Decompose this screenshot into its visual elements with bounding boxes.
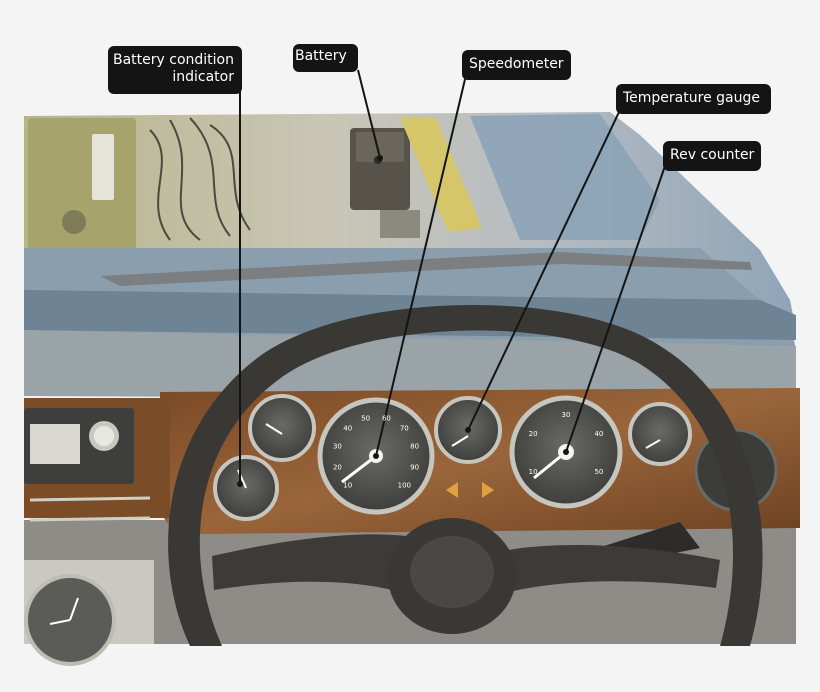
speedometer-tick-label: 80 — [410, 443, 419, 451]
yellow-cable — [400, 118, 482, 232]
speedometer-tick-label: 60 — [382, 414, 391, 422]
speedometer-tick-label: 100 — [398, 481, 411, 489]
speedometer-tick-label: 40 — [343, 425, 352, 433]
speedometer-tick-label: 30 — [333, 443, 342, 451]
rev-counter-tick-label: 10 — [529, 468, 538, 476]
label-battery-condition-indicator: Battery condition indicator — [108, 46, 242, 94]
speedometer-tick-label: 70 — [400, 425, 409, 433]
speedometer-tick-label: 10 — [343, 481, 352, 489]
label-rev-counter: Rev counter — [663, 141, 761, 171]
indicator-right-icon — [482, 482, 494, 498]
speedometer-tick-label: 50 — [361, 414, 370, 422]
battery-condition-gauge — [213, 455, 279, 521]
label-temperature-gauge: Temperature gauge — [616, 84, 771, 114]
rev-counter-tick-label: 40 — [594, 430, 603, 438]
wiper-arm — [100, 252, 752, 286]
rev-counter-tick-label: 50 — [594, 468, 603, 476]
label-speedometer: Speedometer — [462, 50, 571, 80]
rev-counter-tick-label: 20 — [529, 430, 538, 438]
speedometer-tick-label: 20 — [333, 463, 342, 471]
fuel-gauge — [248, 394, 316, 462]
speedometer-tick-label: 90 — [410, 463, 419, 471]
oil-gauge — [628, 402, 692, 466]
wiring — [149, 117, 251, 241]
leader-lines — [239, 69, 666, 484]
label-battery: Battery — [293, 44, 358, 72]
indicator-left-icon — [446, 482, 458, 498]
battery-shape — [350, 128, 420, 238]
rev-counter-tick-label: 30 — [562, 411, 571, 419]
